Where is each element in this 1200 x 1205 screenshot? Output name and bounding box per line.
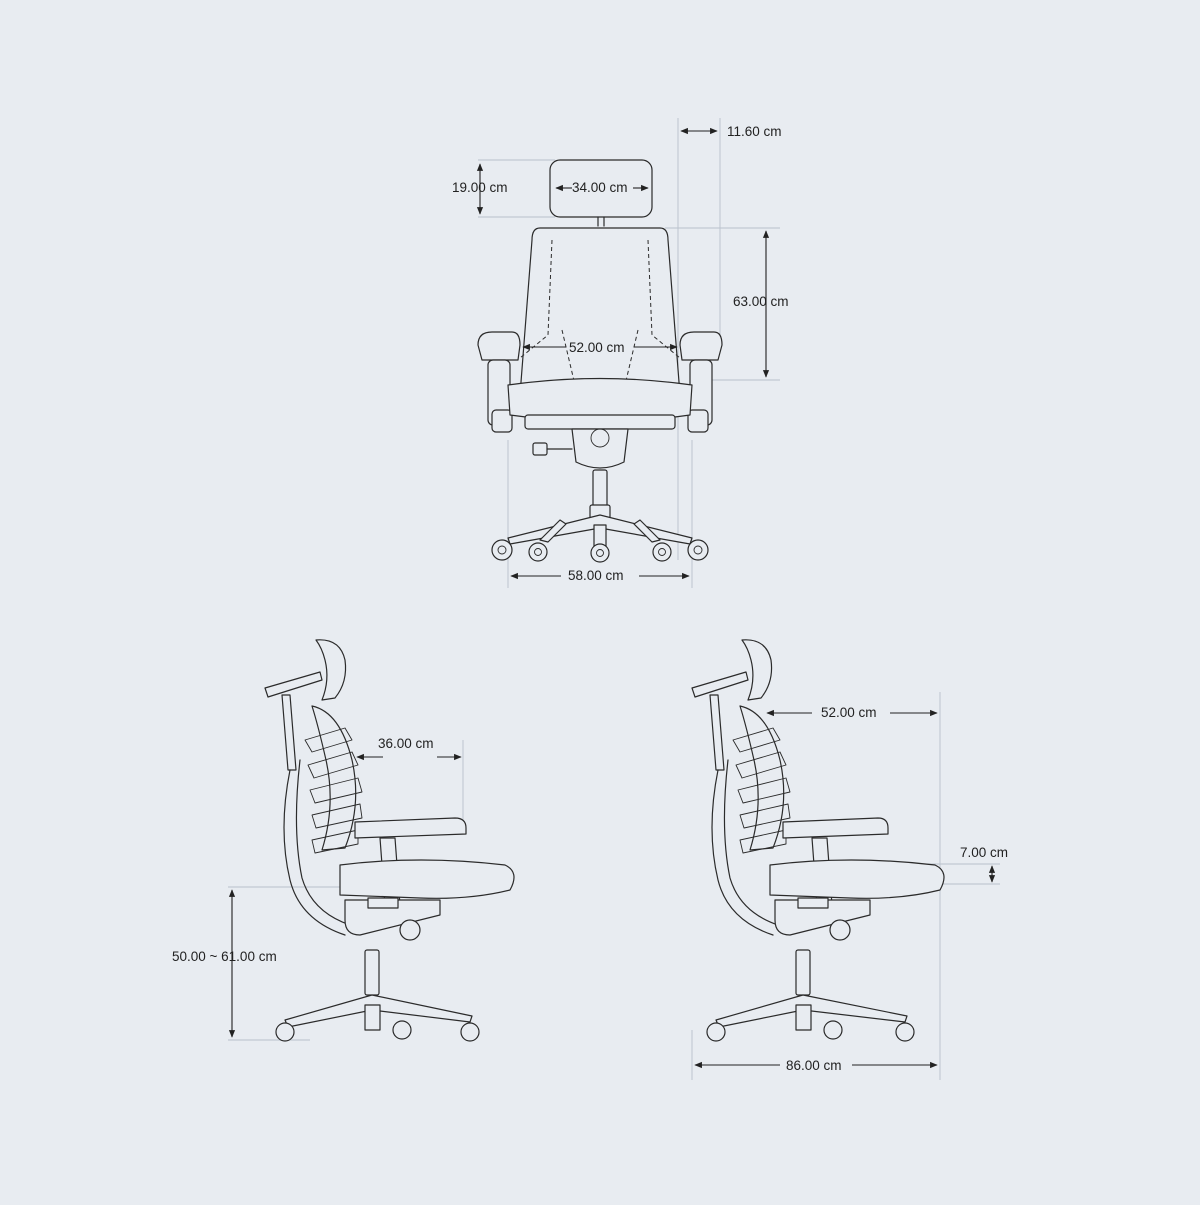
seat-height-label: 50.00 ~ 61.00 cm	[172, 949, 277, 964]
right-armrest	[679, 331, 723, 361]
headrest-width-label: 34.00 cm	[572, 180, 628, 195]
armrest-depth-label: 36.00 cm	[378, 736, 434, 751]
side-armrest	[354, 817, 467, 839]
base-width-label: 58.00 cm	[568, 568, 624, 583]
front-view-chair	[477, 118, 780, 588]
side-seat	[339, 859, 515, 899]
overall-depth-label: 86.00 cm	[786, 1058, 842, 1073]
back-width-label: 52.00 cm	[569, 340, 625, 355]
side-view-right-chair	[691, 639, 1000, 1080]
overall-depth-top-label: 52.00 cm	[821, 705, 877, 720]
side-backrest	[311, 705, 357, 851]
side-backrest-right	[739, 705, 785, 851]
side-view-left-chair	[228, 639, 515, 1042]
headrest-offset-label: 11.60 cm	[727, 124, 782, 139]
headrest	[549, 159, 653, 218]
armrest-adjust-label: 7.00 cm	[960, 845, 1008, 860]
side-armrest-right	[782, 817, 889, 839]
headrest-height-label: 19.00 cm	[452, 180, 508, 195]
backrest-height-label: 63.00 cm	[733, 294, 789, 309]
side-seat-right	[769, 859, 945, 899]
left-armrest	[477, 331, 521, 361]
front-casters	[491, 539, 709, 563]
backrest	[519, 227, 681, 396]
